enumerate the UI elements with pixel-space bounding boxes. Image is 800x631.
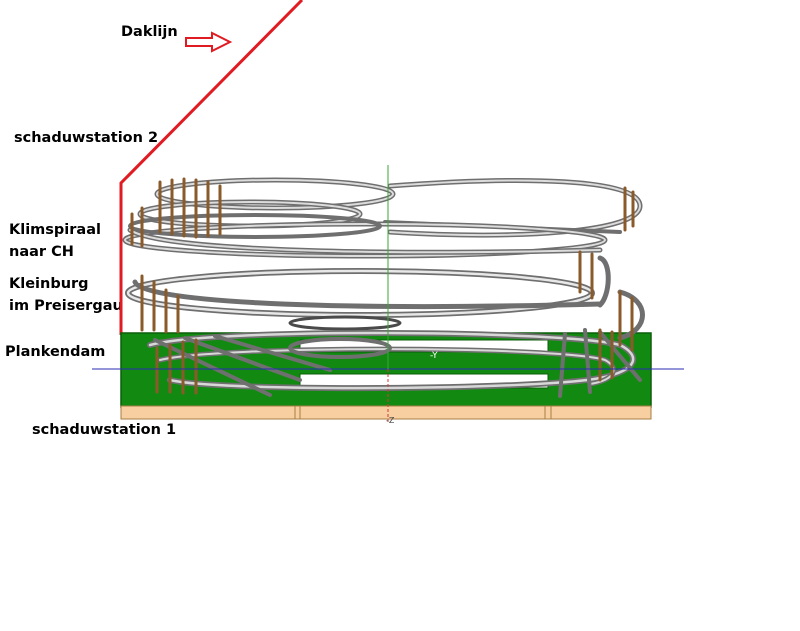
track-spirals (122, 177, 645, 398)
climb-spiral-label-line1: Klimspiraal (9, 222, 101, 238)
kleinburg-level (125, 255, 645, 341)
shadow-station-1-label: schaduwstation 1 (32, 422, 177, 438)
roof-line (119, 0, 304, 335)
kleinburg-label-line1: Kleinburg (9, 276, 89, 292)
plankendam-level (147, 328, 642, 398)
plankendam-label: Plankendam (5, 344, 106, 360)
spiral-supports (130, 177, 635, 395)
climb-spiral-turns (122, 199, 608, 259)
kleinburg-label-line2: im Preisergau (9, 298, 123, 314)
roof-arrow-icon (185, 31, 233, 53)
coordinate-axes (92, 165, 684, 423)
base-frame (120, 405, 652, 420)
y-axis-label: -Y (430, 351, 438, 361)
climb-spiral-label-line2: naar CH (9, 244, 74, 260)
shadow-station-2-label: schaduwstation 2 (14, 130, 159, 146)
z-axis-label: -Z (386, 416, 395, 425)
roof-line-label: Daklijn (121, 24, 178, 40)
